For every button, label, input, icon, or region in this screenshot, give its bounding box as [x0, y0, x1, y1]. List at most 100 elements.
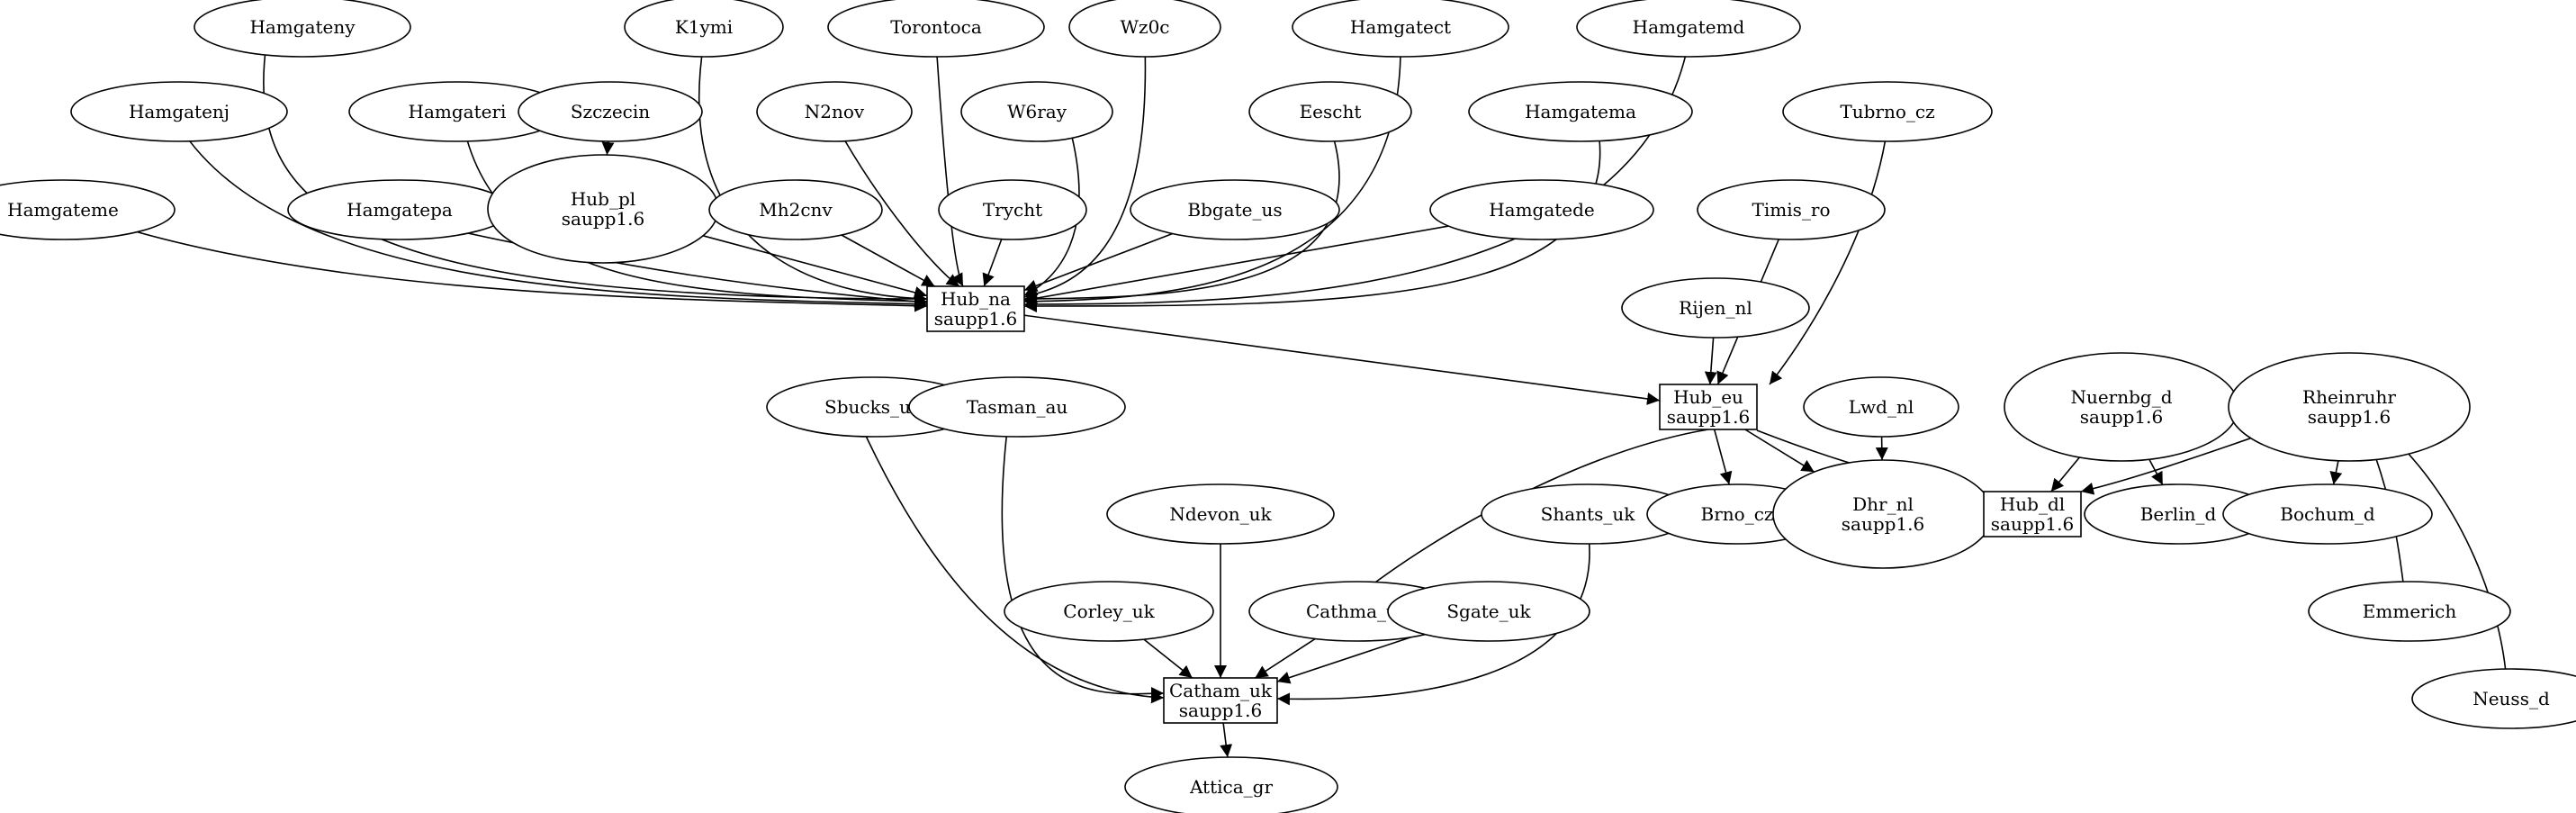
node-berlin_d[interactable]: Berlin_d [2084, 483, 2273, 545]
node-shape-tubrno_cz [1782, 81, 1993, 142]
node-label-corley_uk: Corley_uk [1063, 601, 1155, 622]
node-label-wz0c: Wz0c [1120, 16, 1169, 38]
node-hamgatemd[interactable]: Hamgatemd [1576, 0, 1801, 58]
edge-hamgateri-to-hub_na [463, 125, 928, 308]
node-label-timis_ro: Timis_ro [1752, 199, 1831, 221]
node-hamgateny[interactable]: Hamgateny [194, 0, 411, 58]
node-label-hub_eu: Hub_eu [1673, 386, 1743, 408]
node-label-rijen_nl: Rijen_nl [1679, 297, 1752, 319]
node-shape-w6ray [960, 81, 1113, 142]
edge-bbgate_us-to-hub_na [1023, 232, 1173, 292]
node-shape-n2nov [756, 81, 913, 142]
node-label-torontoca: Torontoca [890, 16, 982, 38]
node-shape-ndevon_uk [1106, 483, 1335, 545]
node-bochum_d[interactable]: Bochum_d [2222, 483, 2433, 545]
node-lwd_nl[interactable]: Lwd_nl [1803, 376, 1959, 438]
node-label-rheinruhr: Rheinruhr [2302, 386, 2396, 408]
node-shape-lwd_nl [1803, 376, 1959, 438]
node-label-nuernbg_d: saupp1.6 [2080, 406, 2163, 428]
node-shape-hamgatede [1429, 179, 1654, 240]
node-n2nov[interactable]: N2nov [756, 81, 913, 142]
node-label-eescht: Eescht [1300, 101, 1362, 122]
node-label-emmerich: Emmerich [2363, 601, 2457, 622]
edge-corley_uk-to-catham_uk [1143, 638, 1193, 679]
node-shape-timis_ro [1697, 179, 1886, 240]
node-shape-emmerich [2308, 581, 2511, 642]
edge-hub_na-to-hub_eu [1023, 314, 1661, 405]
edge-rijen_nl-to-hub_eu [1704, 337, 1717, 385]
node-hamgatede[interactable]: Hamgatede [1429, 179, 1654, 240]
node-label-catham_uk: saupp1.6 [1179, 700, 1262, 721]
node-label-hamgatepa: Hamgatepa [347, 199, 453, 221]
node-shape-trycht [938, 179, 1087, 240]
node-shape-corley_uk [1004, 581, 1214, 642]
node-label-hamgatema: Hamgatema [1525, 101, 1636, 122]
edge-hamgateme-to-hub_na [107, 222, 928, 312]
node-hamgatema[interactable]: Hamgatema [1468, 81, 1693, 142]
node-label-hub_pl: saupp1.6 [562, 208, 644, 230]
node-shape-hamgateme [0, 179, 176, 240]
node-mh2cnv[interactable]: Mh2cnv [708, 179, 883, 240]
node-shape-catham_uk [1163, 677, 1278, 724]
node-hamgatect[interactable]: Hamgatect [1292, 0, 1509, 58]
edge-shants_uk-to-catham_uk [1276, 528, 1590, 706]
edge-hub_eu-to-brno_cz [1713, 429, 1733, 485]
node-emmerich[interactable]: Emmerich [2308, 581, 2511, 642]
node-neuss_d[interactable]: Neuss_d [2411, 668, 2576, 729]
node-w6ray[interactable]: W6ray [960, 81, 1113, 142]
node-tasman_au[interactable]: Tasman_au [908, 376, 1126, 438]
node-hamgatenj[interactable]: Hamgatenj [70, 81, 288, 142]
node-shape-hamgatemd [1576, 0, 1801, 58]
node-timis_ro[interactable]: Timis_ro [1697, 179, 1886, 240]
node-hamgatepa[interactable]: Hamgatepa [287, 179, 512, 240]
node-shants_uk[interactable]: Shants_uk [1481, 483, 1695, 545]
node-label-brno_cz: Brno_cz [1701, 503, 1774, 525]
node-label-sbucks_uk: Sbucks_uk [824, 396, 923, 418]
node-bbgate_us[interactable]: Bbgate_us [1130, 179, 1340, 240]
node-k1ymi[interactable]: K1ymi [624, 0, 784, 58]
node-label-attica_gr: Attica_gr [1189, 776, 1273, 798]
edge-cathma_uk-to-catham_uk [1254, 637, 1316, 679]
node-label-szczecin: Szczecin [571, 101, 650, 122]
node-shape-bochum_d [2222, 483, 2433, 545]
node-shape-hub_eu [1659, 384, 1758, 430]
edge-hamgatemd-to-hub_na [1023, 41, 1689, 311]
node-hamgateme[interactable]: Hamgateme [0, 179, 176, 240]
node-label-hub_pl: Hub_pl [571, 188, 635, 210]
node-label-hamgateny: Hamgateny [249, 16, 356, 38]
node-ndevon_uk[interactable]: Ndevon_uk [1106, 483, 1335, 545]
node-label-mh2cnv: Mh2cnv [759, 199, 833, 221]
edge-hamgatenj-to-hub_na [178, 125, 928, 311]
node-sgate_uk[interactable]: Sgate_uk [1387, 581, 1590, 642]
edge-hamgatede-to-hub_na [1023, 225, 1449, 305]
node-corley_uk[interactable]: Corley_uk [1004, 581, 1214, 642]
node-label-catham_uk: Catham_uk [1169, 680, 1273, 701]
node-label-hub_dl: Hub_dl [2000, 493, 2065, 515]
node-rijen_nl[interactable]: Rijen_nl [1621, 277, 1810, 339]
node-label-tubrno_cz: Tubrno_cz [1840, 101, 1934, 122]
edge-hub_eu-to-dhr_nl [1744, 429, 1815, 473]
node-wz0c[interactable]: Wz0c [1068, 0, 1221, 58]
edge-szczecin-to-hub_pl [601, 140, 615, 156]
node-shape-tasman_au [908, 376, 1126, 438]
edge-hamgatect-to-hub_na [1023, 41, 1401, 308]
node-szczecin[interactable]: Szczecin [518, 81, 703, 142]
node-attica_gr[interactable]: Attica_gr [1124, 756, 1338, 813]
node-torontoca[interactable]: Torontoca [827, 0, 1045, 58]
node-trycht[interactable]: Trycht [938, 179, 1087, 240]
edge-n2nov-to-hub_na [836, 126, 960, 287]
node-eescht[interactable]: Eescht [1248, 81, 1412, 142]
edge-k1ymi-to-hub_na [698, 41, 928, 305]
node-label-dhr_nl: Dhr_nl [1852, 493, 1914, 515]
node-label-bbgate_us: Bbgate_us [1187, 199, 1282, 221]
node-label-hamgatect: Hamgatect [1350, 16, 1451, 38]
node-tubrno_cz[interactable]: Tubrno_cz [1782, 81, 1993, 142]
